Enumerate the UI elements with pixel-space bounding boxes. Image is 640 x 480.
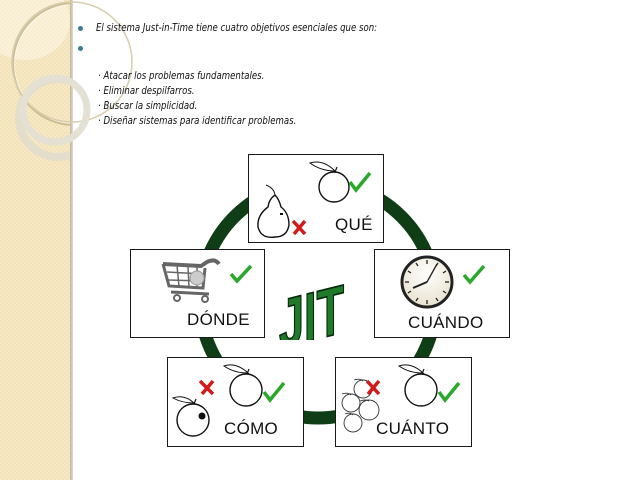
jit-text: JIT [279, 271, 344, 340]
apple-icon [308, 161, 350, 203]
box-cuando: CUÁNDO [374, 249, 510, 338]
sidebar-edge [70, 0, 73, 480]
clock-icon [400, 255, 454, 309]
box-que: QUÉ [248, 154, 384, 243]
apple-icon [397, 364, 438, 407]
apple-pile-icon [341, 378, 380, 433]
objective-item: · Buscar la simplicidad. [98, 99, 198, 112]
pear-icon [257, 184, 290, 238]
bullet-dot-icon [78, 46, 83, 51]
box-label: CÓMO [224, 419, 279, 438]
bullet-item: El sistema Just-in-Time tiene cuatro obj… [78, 20, 618, 36]
green-check-icon [437, 381, 461, 403]
objective-item: · Eliminar despilfarros. [98, 84, 195, 97]
red-cross-icon [291, 219, 307, 236]
green-check-icon [348, 171, 372, 193]
green-check-icon [262, 381, 286, 403]
objective-item: · Diseñar sistemas para identificar prob… [98, 114, 297, 127]
box-label: CUÁNDO [408, 313, 484, 332]
red-cross-icon [365, 379, 381, 396]
box-label: DÓNDE [187, 310, 250, 329]
bullet-item [78, 40, 618, 56]
box-cuanto: CUÁNTO [335, 357, 472, 447]
shopping-cart-icon [161, 258, 221, 303]
box-donde: DÓNDE [130, 249, 265, 338]
green-check-icon [229, 264, 253, 284]
decorative-rings-overlay [11, 1, 133, 146]
apple-icon [222, 364, 263, 407]
jit-logo: JIT [278, 271, 344, 340]
box-label: QUÉ [335, 215, 373, 234]
green-check-icon [462, 264, 486, 285]
objectives-list: · Atacar los problemas fundamentales. · … [98, 68, 296, 128]
box-label: CUÁNTO [376, 419, 450, 438]
bullet-dot-icon [78, 26, 83, 31]
red-cross-icon [198, 379, 215, 396]
bruised-apple-icon [171, 396, 210, 437]
objective-item: · Atacar los problemas fundamentales. [98, 69, 265, 82]
bullet-text: El sistema Just-in-Time tiene cuatro obj… [96, 21, 378, 34]
box-como: CÓMO [167, 357, 304, 447]
